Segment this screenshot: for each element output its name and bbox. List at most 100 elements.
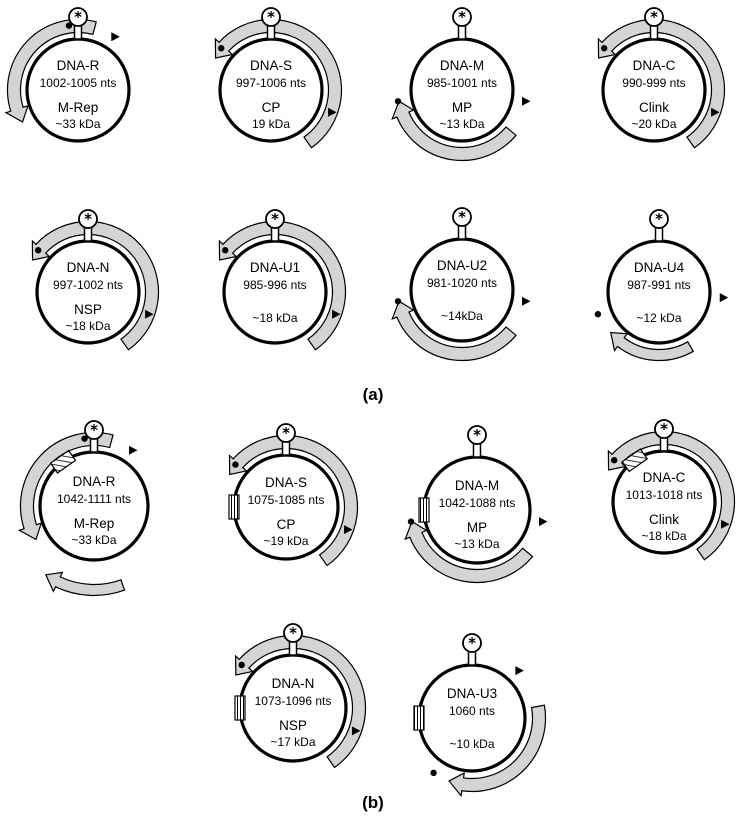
panel-b-dna-m-iteron-box <box>418 497 430 523</box>
panel-a-dna-u1-orf-arrow <box>218 220 347 351</box>
panel-b-dna-m-name: DNA-M <box>455 478 499 493</box>
panel-a-dna-u4-orf-arrow <box>609 331 695 362</box>
panel-b-dna-n-protein-mass: ~17 kDa <box>270 735 315 749</box>
panel-a-dna-n-stem-loop-icon <box>78 209 98 229</box>
panel-b-dna-n-stem-loop-icon <box>283 623 303 643</box>
panel-a-dna-u4-stem-loop-icon <box>649 209 669 229</box>
panel-a-dna-c-name: DNA-C <box>633 58 676 73</box>
panel-a-dna-u2-name: DNA-U2 <box>437 258 487 273</box>
panel-a-dna-s-name: DNA-S <box>250 58 292 73</box>
panel-a-dna-r-stem <box>73 24 83 40</box>
panel-b-dna-r-triangle-marker <box>129 445 138 455</box>
panel-b-dna-m-stem-loop-symbol: * <box>473 426 481 444</box>
panel-b-dna-s-triangle-marker <box>344 525 353 535</box>
panel-a-dna-r-stem-loop-symbol: * <box>74 8 82 26</box>
panel-b-dna-u3-orf-arrow <box>448 704 547 798</box>
panel-b-dna-n-iteron-box <box>234 695 246 721</box>
panel-a-dna-c-dot-marker <box>601 45 608 52</box>
panel-b-dna-u3-protein-mass: ~10 kDa <box>449 737 494 751</box>
panel-a-dna-n-dot-marker <box>35 247 42 254</box>
panel-a-dna-u2-genome-circle <box>409 237 515 343</box>
panel-a-dna-r-orf-arrow <box>4 18 97 123</box>
panel-a-dna-u1-triangle-marker <box>332 309 341 319</box>
panel-b-dna-r-size: 1042-1111 nts <box>57 492 131 506</box>
panel-b-dna-c-stem <box>659 436 669 452</box>
panel-a-dna-s-orf-arrow <box>214 18 343 149</box>
panel-b-dna-m-stem <box>472 442 482 458</box>
panel-b-dna-r-stem-loop-symbol: * <box>90 421 98 439</box>
panel-b-dna-c-stem-loop-icon <box>654 419 674 439</box>
panel-a-dna-u4-stem-loop-symbol: * <box>655 210 663 228</box>
panel-a-dna-c-orf-arrow <box>597 18 726 149</box>
panel-b-dna-u3-stem <box>467 650 477 666</box>
panel-b-dna-s-name: DNA-S <box>265 475 307 490</box>
panel-label-a: (a) <box>363 385 384 404</box>
panel-a-dna-n-name: DNA-N <box>67 260 110 275</box>
panel-a-dna-s-stem <box>266 24 276 40</box>
panel-a-dna-c-protein: Clink <box>639 100 669 115</box>
panel-a-dna-u4-stem <box>654 226 664 242</box>
panel-b-dna-m-protein-mass: ~13 kDa <box>454 537 499 551</box>
panel-a-dna-r-protein-mass: ~33 kDa <box>55 117 100 131</box>
panel-a-dna-u1-name: DNA-U1 <box>250 260 300 275</box>
panel-b-dna-r-stem-loop-icon <box>84 420 104 440</box>
panel-a-dna-s-dot-marker <box>218 45 225 52</box>
panel-a-dna-u2-stem-loop-icon <box>452 207 472 227</box>
panel-a-dna-u2-dot-marker <box>394 298 402 305</box>
panel-b-dna-u3-name: DNA-U3 <box>447 686 497 701</box>
panel-b-dna-n-triangle-marker <box>351 726 361 736</box>
panel-a-dna-s-triangle-marker <box>328 107 337 117</box>
panel-a-dna-m-stem <box>457 24 467 40</box>
panel-a-dna-r-name: DNA-R <box>57 58 100 73</box>
panel-b-dna-s-stem <box>281 440 291 456</box>
panel-b-dna-r-orf-extension <box>44 571 126 597</box>
panel-a-dna-u1-genome-circle <box>222 239 328 345</box>
panel-b-dna-s-protein: CP <box>277 517 296 532</box>
panel-a-dna-m-dot-marker <box>394 98 402 105</box>
panel-b-dna-n-name: DNA-N <box>272 676 315 691</box>
panel-a-dna-r-protein: M-Rep <box>58 100 99 115</box>
panel-a-dna-m-stem-loop-symbol: * <box>458 8 466 26</box>
panel-a-dna-n-protein: NSP <box>74 302 102 317</box>
panel-b-dna-n-orf-arrow <box>234 634 367 769</box>
panel-b-dna-r-dot-marker <box>81 435 88 442</box>
panel-a-dna-u1-stem <box>270 226 280 242</box>
panel-a-dna-s-protein-mass: 19 kDa <box>252 117 290 131</box>
panel-b-dna-u3-stem-loop-icon <box>462 633 482 653</box>
panel-a-dna-r-size: 1002-1005 nts <box>40 76 117 90</box>
panel-b-dna-m-stem-loop-icon <box>467 425 487 445</box>
panel-a-dna-u2-orf-arrow <box>391 300 517 362</box>
panel-a-dna-s-stem-loop-icon <box>261 7 281 27</box>
panel-label-b: (b) <box>362 793 384 812</box>
panel-a-dna-u4-name: DNA-U4 <box>634 260 685 275</box>
panel-b-dna-c-protein: Clink <box>649 512 679 527</box>
panel-a-dna-u1-stem-loop-symbol: * <box>271 210 279 228</box>
panel-b-dna-u3-size: 1060 nts <box>449 704 495 718</box>
panel-a-dna-c-triangle-marker <box>711 107 720 117</box>
panel-b-dna-u3-dot-marker <box>430 769 437 777</box>
panel-a-dna-u1-stem-loop-icon <box>265 209 285 229</box>
panel-b-dna-r-protein: M-Rep <box>74 516 115 531</box>
panel-a-dna-c-stem-loop-icon <box>644 7 664 27</box>
panel-b-dna-s-stem-loop-icon <box>276 423 296 443</box>
panel-a-dna-m-triangle-marker <box>522 96 531 106</box>
panel-b-dna-c-triangle-marker <box>721 519 730 529</box>
panel-a-dna-n-size: 997-1002 nts <box>53 278 123 292</box>
panel-b-dna-r-iteron-box <box>49 449 77 474</box>
panel-a-dna-u2-size: 981-1020 nts <box>427 276 497 290</box>
panel-a-dna-c-stem-loop-symbol: * <box>650 8 658 26</box>
panel-b-dna-n-size: 1073-1096 nts <box>255 694 332 708</box>
